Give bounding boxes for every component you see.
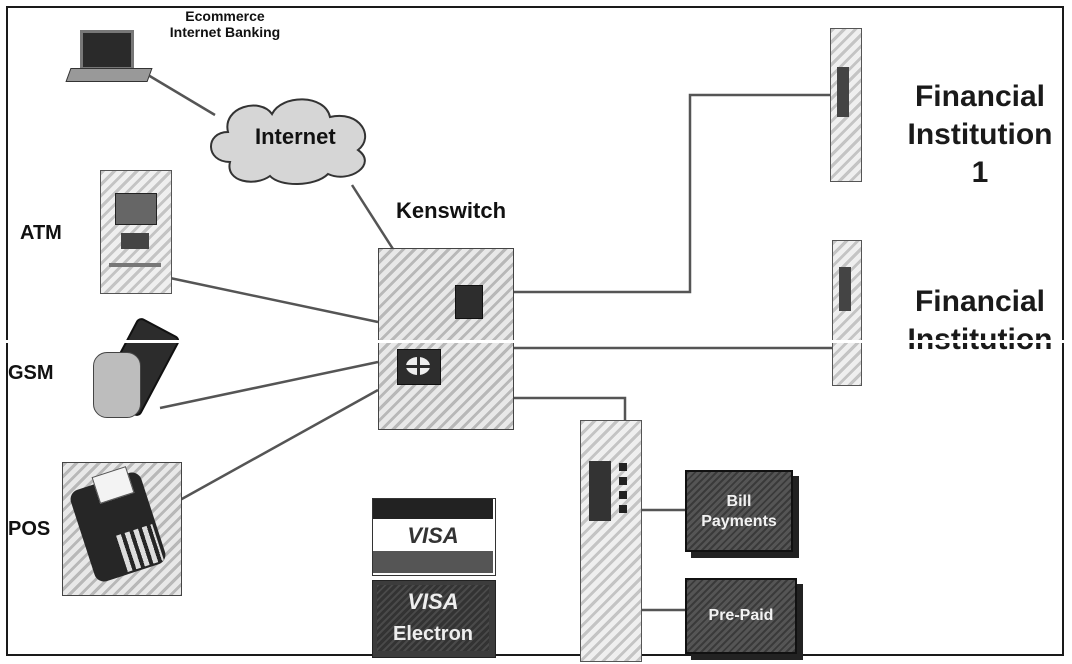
financial-institution-1-line2: Institution [907,118,1053,151]
prepaid-label: Pre-Paid [708,607,774,624]
computer-icon [65,30,153,82]
diagram-frame [6,6,1064,656]
visa-label: VISA [407,523,459,548]
bill-payments-box: Bill Payments [685,470,793,552]
line-switch-server [512,396,627,420]
kenswitch-label: Kenswitch [396,198,507,223]
server-icon [830,28,862,182]
bill-payments-line2: Payments [701,513,777,530]
visa-card-icon: VISA [372,498,496,576]
gsm-label: GSM [8,362,54,384]
line-atm-switch [169,276,379,324]
line-internet-switch [350,184,402,261]
visa-electron-card-icon: VISA Electron [372,580,496,658]
ecommerce-label: Ecommerce [185,8,265,24]
visa-electron-line1: VISA [407,589,459,614]
visa-electron-line2: Electron [392,623,474,645]
atm-label: ATM [20,222,62,244]
prepaid-box: Pre-Paid [685,578,797,654]
scan-line [0,340,1072,343]
pos-terminal-icon [62,462,182,596]
internet-banking-label: Internet Banking [169,24,281,40]
atm-icon [100,170,172,294]
line-switch-fi1 [512,93,830,294]
financial-institution-2-line1: Financial [914,285,1046,318]
financial-institution-1-number: 1 [971,156,989,189]
line-pos-switch [179,388,379,502]
financial-institution-1-line1: Financial [914,80,1046,113]
server-icon [378,248,514,430]
server-icon [832,240,862,386]
line-computer-internet [147,73,216,117]
cloud-icon: Internet [200,92,380,187]
pos-label: POS [8,518,51,540]
financial-institution-2-line2: Institution [907,323,1053,356]
mobile-phone-icon [85,316,182,430]
line-gsm-switch [159,360,379,410]
bill-payments-line1: Bill [726,493,752,510]
server-icon [580,420,642,662]
internet-label: Internet [255,124,336,149]
